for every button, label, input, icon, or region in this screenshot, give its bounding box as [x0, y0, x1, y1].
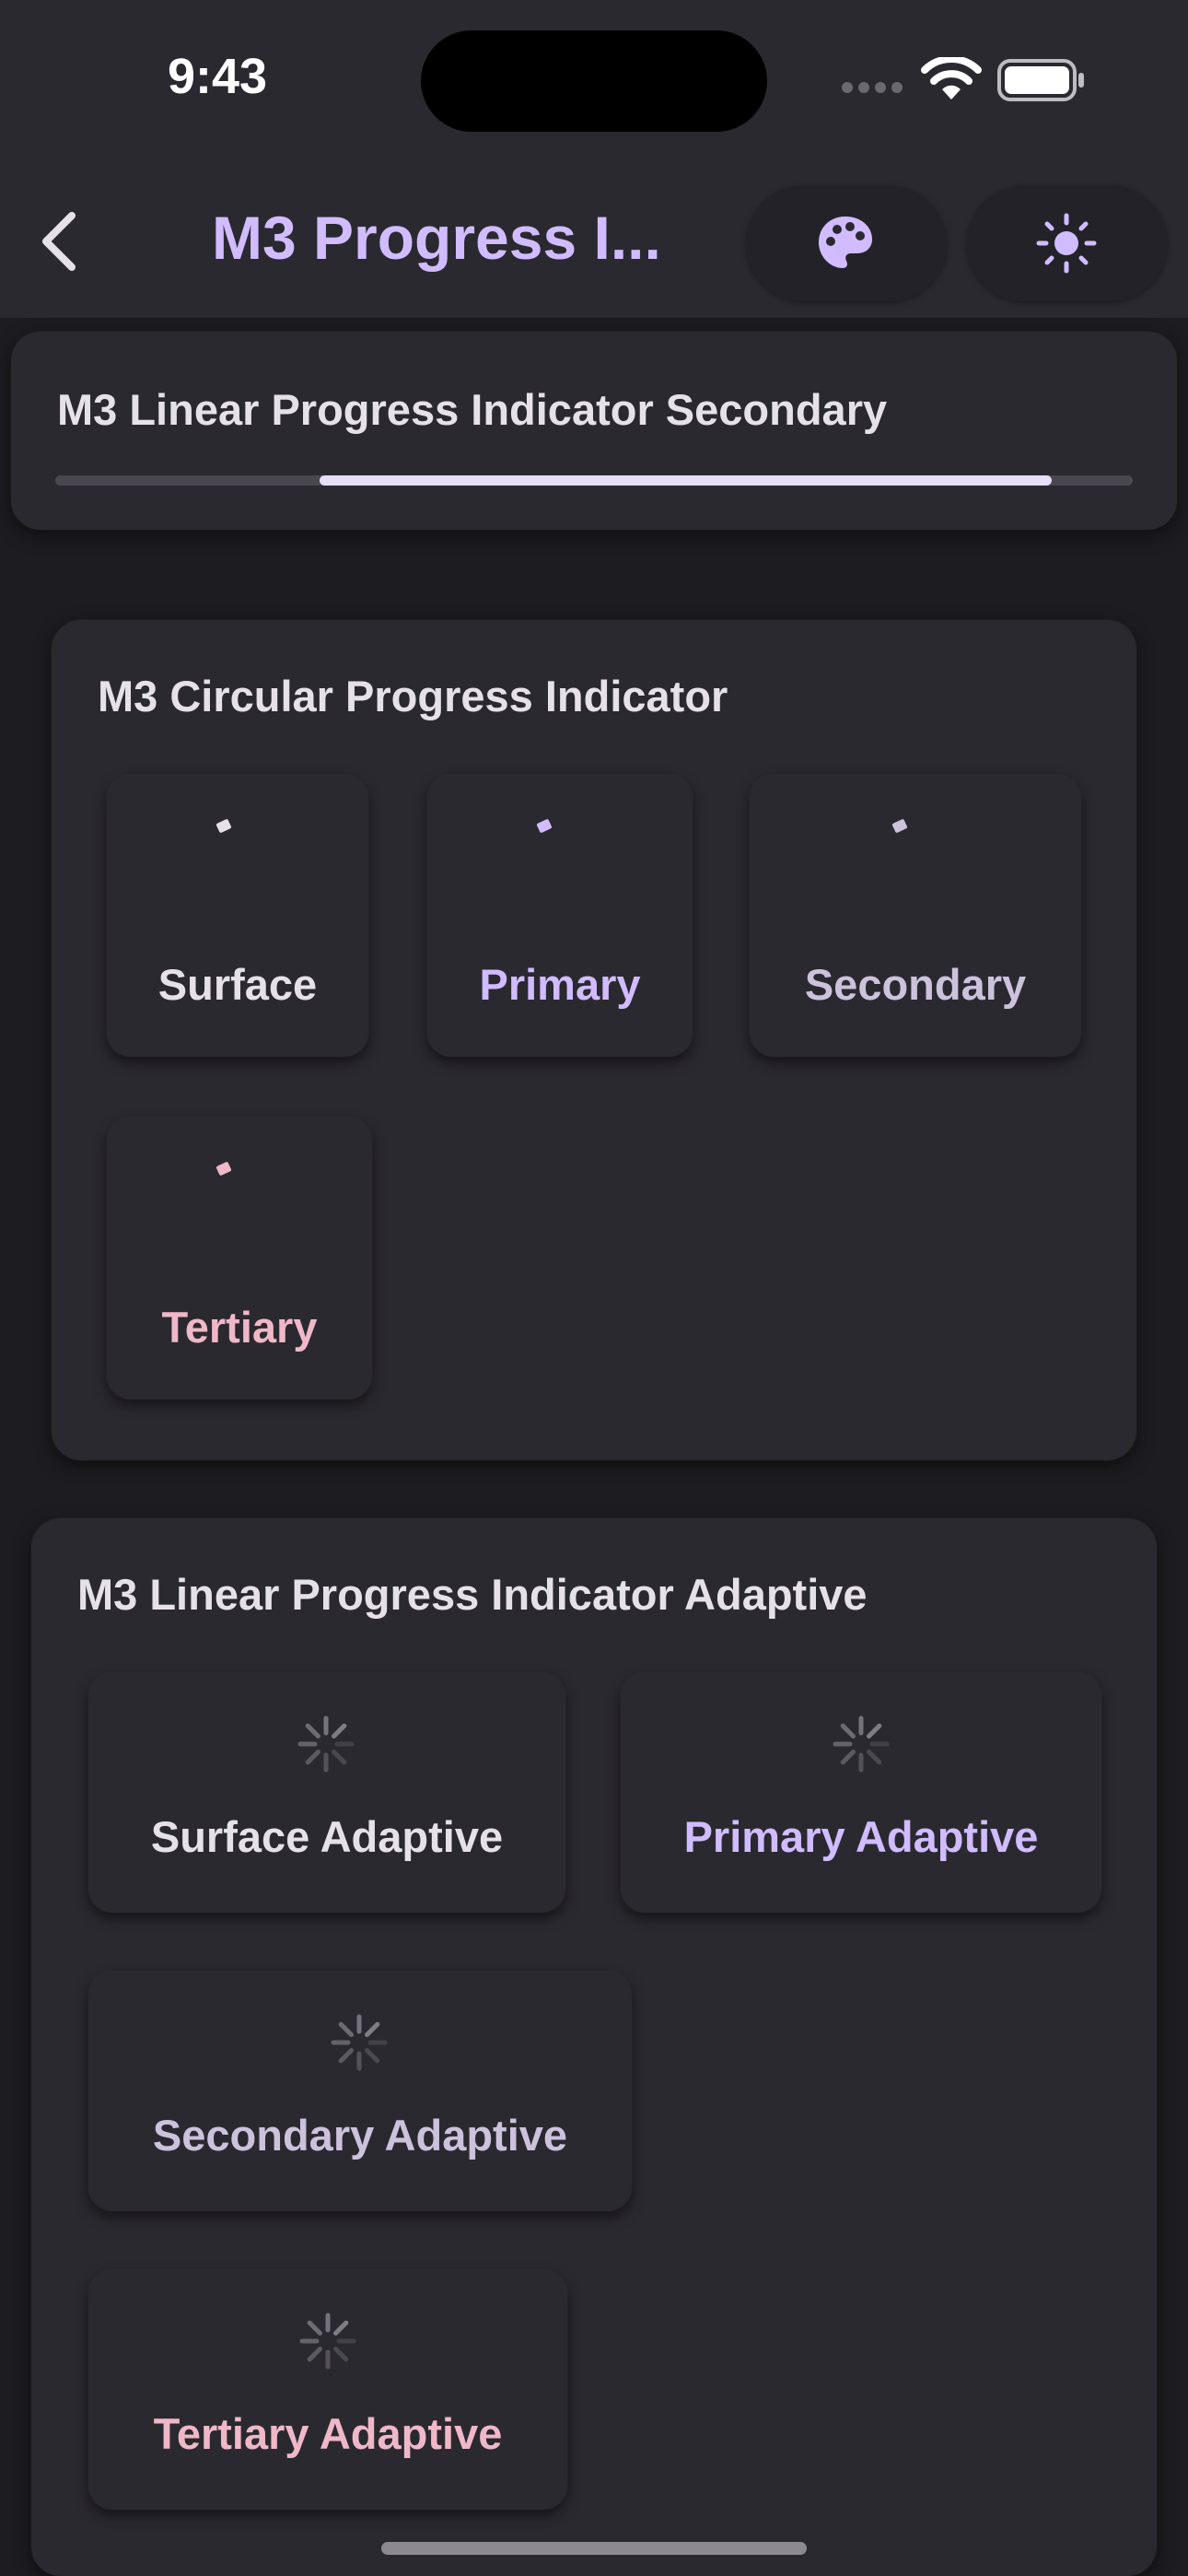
- battery-icon: [997, 59, 1084, 101]
- activity-spinner-icon: [833, 1715, 890, 1773]
- activity-spinner-icon: [299, 2313, 356, 2370]
- adaptive-tile-surface: Surface Adaptive: [88, 1673, 565, 1913]
- tile-label: Tertiary Adaptive: [153, 2409, 503, 2458]
- card-title: M3 Linear Progress Indicator Secondary: [57, 385, 888, 434]
- tile-label: Surface: [157, 960, 318, 1009]
- circular-card: M3 Circular Progress Indicator Surface P…: [52, 620, 1136, 1460]
- tile-label: Secondary Adaptive: [152, 2111, 568, 2160]
- status-bar: 9:43: [0, 0, 1188, 161]
- tile-label: Tertiary: [161, 1303, 318, 1352]
- circular-tile-surface: Surface: [107, 775, 368, 1057]
- tile-label: Primary: [479, 960, 641, 1009]
- activity-spinner-icon: [297, 1715, 355, 1773]
- linear-progress-indicator: [319, 475, 1053, 486]
- circular-progress-indicator: [536, 818, 553, 834]
- circular-tile-tertiary: Tertiary: [107, 1118, 372, 1399]
- home-indicator: [381, 2542, 807, 2555]
- page-title: M3 Progress I...: [212, 204, 661, 272]
- wifi-icon: [921, 57, 982, 100]
- tile-label: Surface Adaptive: [150, 1812, 504, 1861]
- circular-progress-indicator: [215, 818, 232, 834]
- tile-label: Primary Adaptive: [683, 1812, 1039, 1861]
- adaptive-tile-primary: Primary Adaptive: [621, 1673, 1101, 1913]
- status-time: 9:43: [168, 49, 268, 104]
- theme-toggle-button[interactable]: [967, 185, 1168, 301]
- adaptive-card: M3 Linear Progress Indicator Adaptive Su…: [31, 1518, 1157, 2576]
- cellular-signal-icon: [842, 82, 903, 93]
- adaptive-tile-secondary: Secondary Adaptive: [88, 1972, 632, 2211]
- linear-secondary-card: M3 Linear Progress Indicator Secondary: [11, 332, 1177, 530]
- tile-label: Secondary: [804, 960, 1027, 1009]
- activity-spinner-icon: [331, 2014, 388, 2071]
- card-title: M3 Circular Progress Indicator: [98, 672, 728, 720]
- circular-progress-indicator: [891, 818, 908, 834]
- circular-tile-secondary: Secondary: [750, 775, 1081, 1057]
- linear-progress-track: [55, 475, 1133, 486]
- palette-button[interactable]: [746, 185, 947, 301]
- sun-icon: [1036, 213, 1097, 274]
- chevron-left-icon[interactable]: [33, 205, 88, 278]
- circular-tile-primary: Primary: [427, 775, 693, 1057]
- palette-icon: [819, 217, 872, 268]
- circular-progress-indicator: [215, 1161, 232, 1177]
- card-title: M3 Linear Progress Indicator Adaptive: [77, 1570, 868, 1619]
- adaptive-tile-tertiary: Tertiary Adaptive: [88, 2270, 567, 2510]
- dynamic-island: [421, 30, 767, 132]
